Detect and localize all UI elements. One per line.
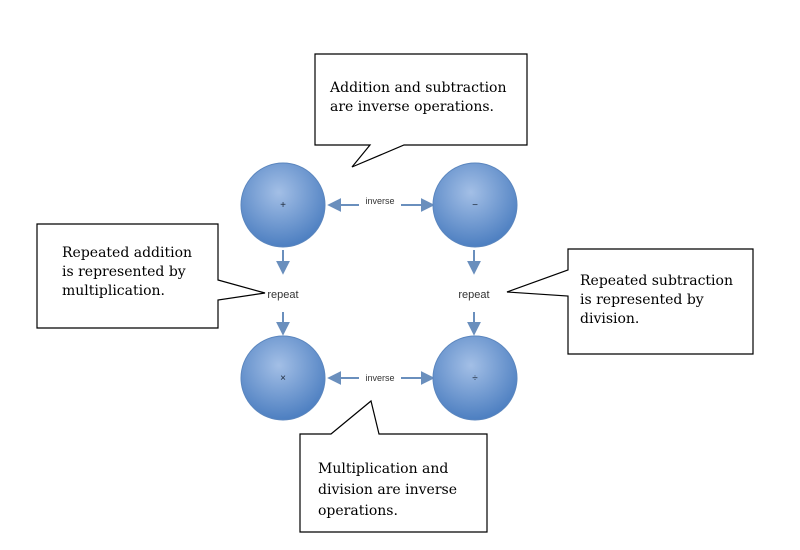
callout-top-line-1: Addition and subtraction	[329, 80, 507, 96]
inverse-label-top-bg	[359, 196, 401, 208]
callout-bottom-line-1: Multiplication and	[318, 461, 448, 477]
inverse-label-bottom-bg	[359, 372, 401, 384]
plus-symbol: +	[280, 200, 286, 211]
callout-left-line-2: is represented by	[62, 264, 186, 280]
callout-left-shape	[36, 223, 266, 329]
callout-top: Addition and subtraction are inverse ope…	[314, 53, 528, 168]
times-symbol: ×	[280, 373, 286, 384]
callout-top-shape	[314, 53, 528, 168]
callout-right-line-2: is represented by	[580, 292, 704, 308]
divide-symbol: ÷	[472, 373, 478, 384]
callout-right: Repeated subtraction is represented by d…	[506, 248, 754, 355]
callout-right-line-3: division.	[580, 311, 639, 327]
callout-left-line-3: multiplication.	[62, 283, 165, 299]
repeat-label-left: repeat	[267, 289, 298, 301]
callout-right-shape	[506, 248, 754, 355]
addition-circle: +	[240, 162, 326, 248]
repeat-label-right: repeat	[458, 289, 489, 301]
callout-bottom-line-3: operations.	[318, 503, 398, 519]
callout-bottom: Multiplication and division are inverse …	[299, 399, 488, 533]
minus-symbol: −	[472, 200, 478, 211]
inverse-label-bottom: inverse	[365, 373, 394, 383]
multiplication-circle: ×	[240, 335, 326, 421]
callout-bottom-shape	[299, 399, 488, 533]
subtraction-circle: −	[432, 162, 518, 248]
inverse-label-top: inverse	[365, 196, 394, 206]
callout-left: Repeated addition is represented by mult…	[36, 223, 266, 329]
callout-right-line-1: Repeated subtraction	[580, 273, 733, 289]
callout-bottom-line-2: division are inverse	[318, 482, 457, 498]
callout-top-line-2: are inverse operations.	[330, 99, 494, 115]
callout-left-line-1: Repeated addition	[62, 245, 192, 261]
division-circle: ÷	[432, 335, 518, 421]
